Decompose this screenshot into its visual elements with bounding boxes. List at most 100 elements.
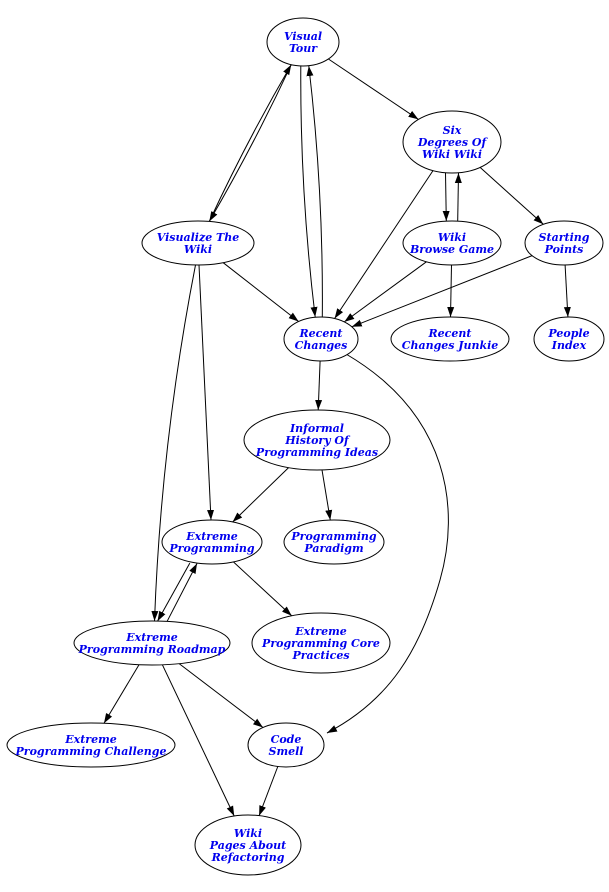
edge-informal-history-to-programming-paradigm — [321, 469, 333, 521]
node-label-line: Index — [551, 339, 587, 352]
node-label-line: Code — [271, 733, 302, 746]
node-shape — [73, 620, 231, 666]
edge-line — [232, 467, 289, 523]
edge-line — [258, 766, 279, 816]
node-shape — [390, 316, 510, 362]
node-shape — [283, 316, 359, 362]
edge-visual-tour-to-six-degrees — [328, 58, 419, 120]
edge-visual-tour-to-recent-changes — [300, 65, 318, 318]
edge-six-degrees-to-wiki-browse-game — [442, 172, 450, 222]
edge-recent-changes-to-visual-tour — [306, 65, 323, 318]
edge-informal-history-to-extreme-programming — [232, 467, 289, 523]
node-label-line: Informal — [289, 422, 344, 435]
node-shape — [194, 814, 302, 876]
edge-recent-changes-to-code-smell — [326, 353, 449, 734]
edge-line — [103, 664, 140, 724]
edge-visualize-wiki-to-visual-tour — [208, 64, 292, 222]
edge-xp-roadmap-to-xp-challenge — [103, 664, 140, 724]
edge-line — [161, 664, 235, 817]
node-label-line: Programming — [290, 530, 376, 543]
node-label-line: People — [547, 327, 589, 340]
node-label-line: Pages About — [209, 839, 286, 852]
node-label-line: Extreme — [185, 530, 237, 543]
node-shape — [6, 722, 176, 768]
edge-line — [157, 562, 191, 622]
edge-visualize-wiki-to-recent-changes — [222, 262, 299, 322]
node-shape — [161, 519, 263, 565]
node-label-line: Practices — [291, 649, 349, 662]
edge-line — [454, 172, 462, 222]
node-shape — [266, 17, 340, 67]
edge-starting-points-to-recent-changes — [351, 255, 533, 328]
edge-line — [178, 663, 264, 728]
node-label-line: Wiki Wiki — [422, 148, 482, 161]
edge-line — [151, 264, 196, 622]
edges-layer — [103, 58, 571, 817]
edge-starting-points-to-people-index — [563, 264, 571, 318]
node-label-line: Degrees Of — [417, 136, 489, 149]
node-label-line: Browse Game — [409, 243, 494, 256]
edge-line — [315, 360, 323, 411]
node-label-line: Changes Junkie — [402, 339, 499, 352]
edge-line — [563, 264, 571, 318]
edge-line — [222, 262, 299, 322]
edge-extreme-programming-to-xp-roadmap — [157, 562, 191, 622]
edge-line — [334, 170, 434, 319]
node-label-line: Changes — [295, 339, 348, 352]
node-shape — [141, 220, 255, 266]
node-label-line: Visualize The — [157, 231, 239, 244]
edge-line — [351, 255, 533, 328]
edge-visual-tour-to-visualize-wiki — [208, 64, 292, 222]
node-label-line: Extreme — [294, 625, 346, 638]
node-label-line: History Of — [284, 434, 351, 447]
node-label-line: Programming Ideas — [255, 446, 378, 459]
edge-visualize-wiki-to-xp-roadmap — [151, 264, 196, 622]
node-label-line: Programming Challenge — [15, 745, 167, 758]
edge-line — [198, 264, 215, 521]
edge-line — [326, 353, 449, 734]
edge-line — [300, 65, 318, 318]
edge-visualize-wiki-to-extreme-programming — [198, 264, 215, 521]
edge-line — [328, 58, 419, 120]
node-label-line: Recent — [299, 327, 343, 340]
node-label-line: Wiki — [438, 231, 466, 244]
edge-line — [344, 261, 427, 323]
node-shape — [243, 409, 391, 471]
node-label-line: Six — [443, 124, 462, 137]
node-shape — [533, 316, 605, 362]
node-label-line: Programming Core — [261, 637, 380, 650]
node-label-line: Paradigm — [303, 542, 363, 555]
edge-line — [447, 264, 455, 318]
node-label-line: Wiki — [234, 827, 262, 840]
edge-xp-roadmap-to-code-smell — [178, 663, 264, 728]
edge-recent-changes-to-informal-history — [315, 360, 323, 411]
edge-wiki-browse-game-to-six-degrees — [454, 172, 462, 222]
edge-line — [306, 65, 323, 318]
edge-six-degrees-to-recent-changes — [334, 170, 434, 319]
node-shape — [524, 220, 604, 266]
edge-line — [321, 469, 333, 521]
node-label-line: Refactoring — [211, 851, 285, 864]
edge-line — [442, 172, 450, 222]
node-shape — [247, 722, 325, 768]
edge-line — [208, 64, 292, 222]
node-shape — [402, 110, 502, 174]
